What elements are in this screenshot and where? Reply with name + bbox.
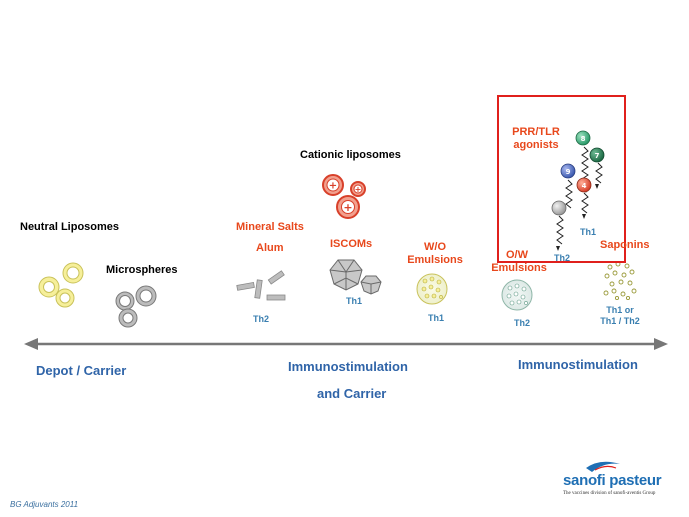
label-saponins: Saponins [600,239,650,251]
tlr-ball-grey [551,200,567,216]
tlr-number-8: 8 [581,135,586,143]
sanofi-swoosh-icon [586,461,620,472]
th-saponins-line1: Th1 or [606,305,634,315]
axis-label-immunostim-carrier-line2: and Carrier [317,386,387,401]
label-cationic-liposomes: Cationic liposomes [300,149,401,161]
brand-tagline: The vaccines division of sanofi-aventis … [563,491,656,496]
microspheres-icon [115,285,157,328]
th-ow: Th2 [514,318,531,328]
ow-emulsion-icon [501,279,533,311]
svg-text:+: + [355,185,362,194]
label-mineral-salts: Mineral Salts [236,221,304,233]
label-alum: Alum [256,242,284,254]
iscoms-icon [329,259,382,295]
label-prr-line1: PRR/TLR [512,126,560,138]
tlr-arrowheads [556,184,599,251]
footer-credit: BG Adjuvants 2011 [10,500,79,509]
label-iscoms: ISCOMs [330,238,373,250]
th-tlr-th1: Th1 [580,227,597,237]
tlr-number-7: 7 [595,152,600,160]
label-prr-line2: agonists [513,139,559,151]
tlr-agonist-tails [556,146,603,245]
axis-label-immunostim-carrier-line1: Immunostimulation [288,359,408,374]
cationic-liposomes-icon: + + + [322,174,366,219]
tlr-ball-9 [560,163,576,179]
label-microspheres: Microspheres [106,264,178,276]
tlr-number-4: 4 [582,182,587,190]
axis-label-depot-carrier: Depot / Carrier [36,363,127,378]
th-saponins-line2: Th1 / Th2 [600,316,640,326]
label-wo-line2: Emulsions [407,254,463,266]
neutral-liposomes-icon [38,262,84,308]
th-tlr-th2: Th2 [554,253,571,263]
saponins-icon [603,261,637,301]
svg-text:+: + [343,201,352,214]
svg-text:+: + [329,181,337,192]
tlr-ball-8 [575,130,591,146]
label-ow-line1: O/W [506,249,528,261]
label-neutral-liposomes: Neutral Liposomes [20,221,120,233]
alum-crystals-icon [236,270,286,301]
tlr-number-9: 9 [566,168,571,176]
th-alum: Th2 [253,314,270,324]
tlr-ball-4 [576,177,592,193]
brand-name: sanofi pasteur [563,472,662,489]
wo-emulsion-icon [416,273,448,305]
label-ow-line2: Emulsions [491,262,547,274]
tlr-highlight-box [497,95,626,263]
tlr-ball-7 [589,147,605,163]
th-iscoms: Th1 [346,296,363,306]
spectrum-axis-arrow [24,338,668,350]
axis-label-immunostimulation: Immunostimulation [518,357,638,372]
label-wo-line1: W/O [424,241,446,253]
th-wo: Th1 [428,313,445,323]
